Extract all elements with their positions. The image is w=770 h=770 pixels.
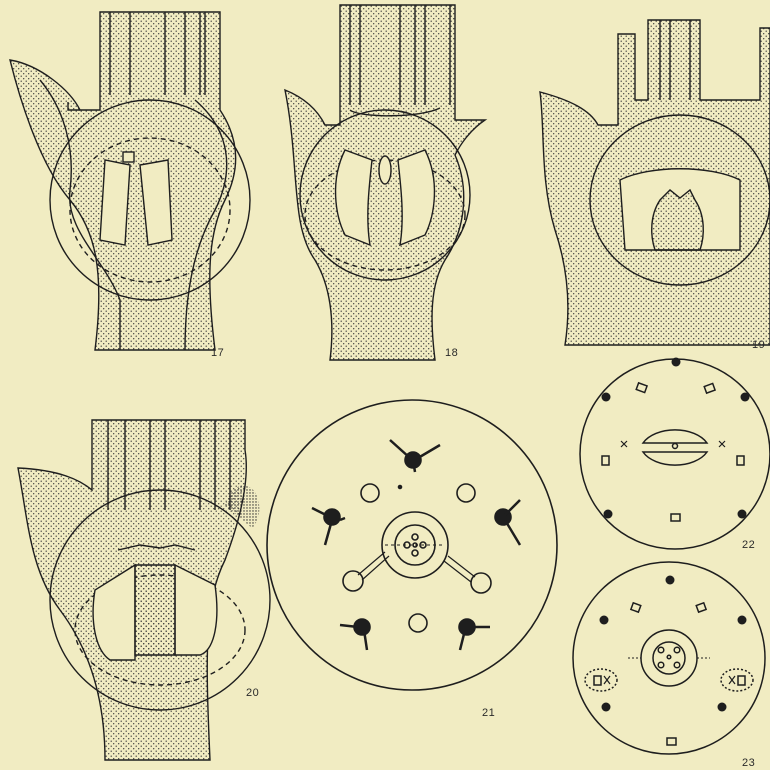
figure-label: 18: [445, 347, 458, 359]
figure-label: 22: [742, 539, 755, 551]
figure-label: 23: [742, 757, 755, 769]
figure-label: 21: [482, 707, 495, 719]
figure-label: 17: [211, 347, 224, 359]
figure-label: 20: [246, 687, 259, 699]
figure-label: 19: [752, 339, 765, 351]
